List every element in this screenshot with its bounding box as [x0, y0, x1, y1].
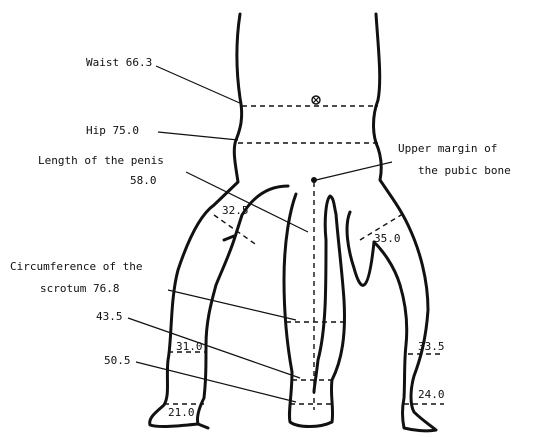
scrotum-43-value: 43.5 — [96, 310, 123, 323]
navel-marker — [312, 96, 320, 104]
penis-leader — [186, 172, 308, 232]
penis-label-line2: 58.0 — [130, 174, 157, 187]
hip-leader — [158, 132, 238, 140]
pubic-bone-dot — [311, 177, 317, 183]
scrotum-43-leader — [128, 318, 300, 378]
right-inner-leg — [347, 212, 374, 285]
scrotum-label-line2: scrotum 76.8 — [40, 282, 119, 295]
pubic-label-line1: Upper margin of — [398, 142, 497, 155]
right-calf-value: 33.5 — [418, 340, 445, 353]
body-outline — [150, 14, 436, 431]
left-thigh-value: 32.5 — [222, 204, 249, 217]
left-ankle-value: 21.0 — [168, 406, 195, 419]
waist-leader — [156, 66, 242, 104]
right-thigh-value: 35.0 — [374, 232, 401, 245]
waist-label: Waist 66.3 — [86, 56, 152, 69]
pubic-label-line2: the pubic bone — [418, 164, 511, 177]
left-calf-value: 31.0 — [176, 340, 203, 353]
scrotum-label-line1: Circumference of the — [10, 260, 142, 273]
hip-label: Hip 75.0 — [86, 124, 139, 137]
right-outer-contour — [374, 14, 437, 431]
leader-lines — [128, 66, 392, 402]
scrotum-50-value: 50.5 — [104, 354, 131, 367]
right-ankle-value: 24.0 — [418, 388, 445, 401]
penis-label-line1: Length of the penis — [38, 154, 164, 167]
left-outer-contour — [150, 14, 288, 427]
scrotum-leader — [168, 290, 296, 320]
